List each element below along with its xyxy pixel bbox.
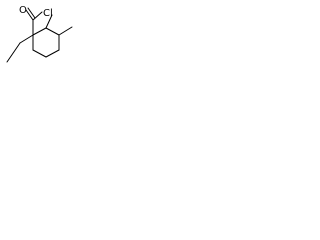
atom-labels: O Cl xyxy=(19,5,53,19)
ring-bond-c1-c2 xyxy=(32,27,47,36)
ring-bond-c2-c3 xyxy=(45,27,60,36)
ring-bond-c4-c5 xyxy=(45,49,60,58)
bond-carbonyl-double-b xyxy=(27,7,36,19)
chlorine-atom-label: Cl xyxy=(43,8,53,19)
bond-c3-methyl xyxy=(58,26,73,36)
bond-ethyl-ch3 xyxy=(6,42,21,63)
oxygen-atom-label: O xyxy=(19,5,27,16)
bond-c2-methyl xyxy=(45,14,53,29)
bond-c1-ethyl-ch2 xyxy=(19,34,34,44)
bonds xyxy=(6,7,73,63)
skeletal-structure-diagram: O Cl xyxy=(6,5,73,63)
bond-carbonyl-chlorine xyxy=(32,11,43,21)
ring-bond-c5-c6 xyxy=(32,49,47,58)
bond-carbonyl-double-a xyxy=(25,9,34,21)
